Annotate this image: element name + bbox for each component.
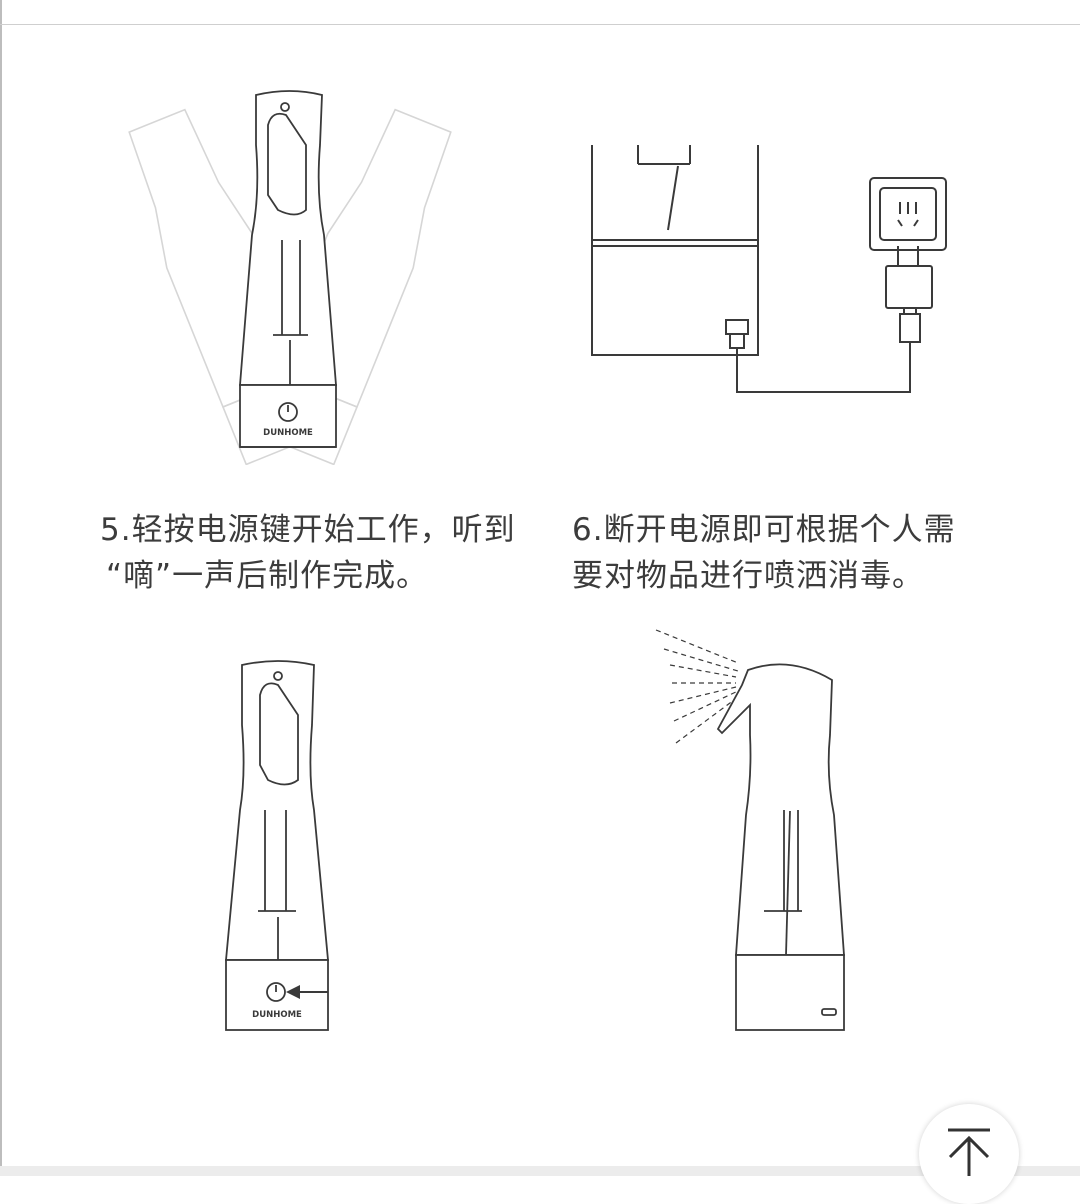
step-6-number: 6.: [572, 512, 604, 548]
step-5-number: 5.: [100, 512, 132, 548]
step-5-caption: 5.轻按电源键开始工作，听到 “嘀”一声后制作完成。: [100, 507, 516, 599]
press-power-illustration: DUNHOME: [225, 660, 329, 1031]
step-6-caption: 6.断开电源即可根据个人需 要对物品进行喷洒消毒。: [572, 507, 956, 599]
step-6-line1: 断开电源即可根据个人需: [603, 512, 956, 548]
bottom-band: [0, 1166, 1080, 1176]
step-5-line1: 轻按电源键开始工作，听到: [131, 512, 516, 548]
spraying-illustration: [655, 629, 845, 1031]
sprayer-rotation-illustration: DUNHOME DUNHOME DUNHOME: [128, 90, 452, 465]
step-6-line2: 要对物品进行喷洒消毒。: [572, 558, 924, 594]
step-5-line2: “嘀”一声后制作完成。: [106, 558, 429, 594]
brand-label-1: DUNHOME: [263, 428, 313, 438]
top-divider: [0, 24, 1080, 25]
brand-label-3: DUNHOME: [252, 1010, 302, 1020]
arrow-up-to-top-icon: [948, 1128, 990, 1176]
unplug-power-illustration: [591, 145, 947, 393]
back-to-top-button[interactable]: [919, 1104, 1019, 1204]
left-edge: [0, 0, 2, 1176]
